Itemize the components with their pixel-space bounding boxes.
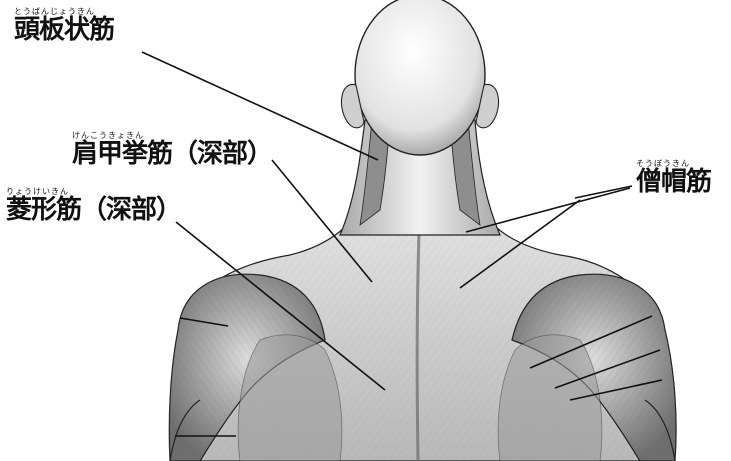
head-shape — [355, 0, 485, 155]
label-trapezius: そうぼうきん 僧帽筋 — [636, 160, 711, 195]
text-levator: 肩甲挙筋（深部） — [72, 141, 272, 167]
text-splenius: 頭板状筋 — [14, 17, 114, 43]
label-rhomboid: りょうけいきん 菱形筋（深部） — [6, 188, 181, 223]
label-levator-scapulae: けんこうきょきん 肩甲挙筋（深部） — [72, 132, 272, 167]
label-splenius-capitis: とうばんじょうきん 頭板状筋 — [14, 8, 114, 43]
text-trapezius: 僧帽筋 — [636, 169, 711, 195]
text-rhomboid: 菱形筋（深部） — [6, 197, 181, 223]
